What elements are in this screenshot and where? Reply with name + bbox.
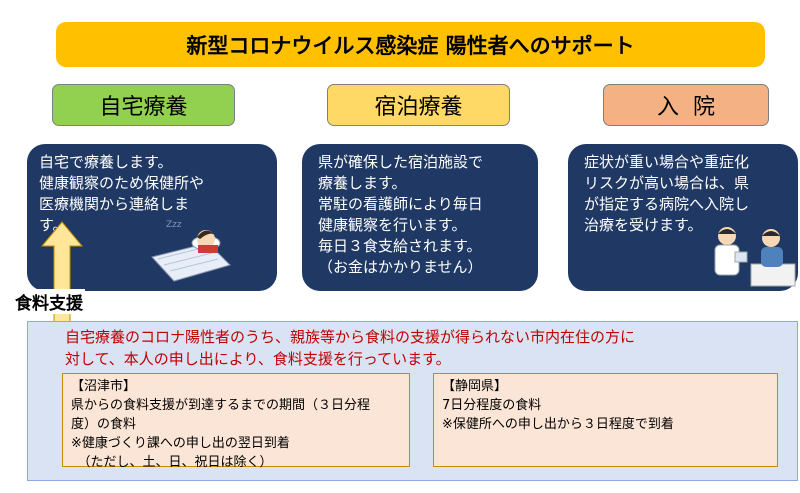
zzz-icon: Zzz [166, 220, 182, 230]
option-home-care: 自宅療養 [52, 84, 235, 126]
numazu-support-box: 【沼津市】 県からの食料支援が到達するまでの期間（３日分程 度）の食料 ※健康づ… [62, 373, 410, 470]
option-hotel-care: 宿泊療養 [327, 84, 510, 126]
food-support-label: 食料支援 [13, 289, 85, 314]
shizuoka-support-box: 【静岡県】 7日分程度の食料 ※保健所への申し出から３日程度で到着 [433, 373, 778, 467]
page-title: 新型コロナウイルス感染症 陽性者へのサポート [56, 22, 765, 67]
sleeping-patient-illustration: Zzz [151, 220, 231, 282]
doctor-patient-illustration [714, 227, 796, 287]
food-support-description: 自宅療養のコロナ陽性者のうち、親族等から食料の支援が得られない市内在住の方に 対… [65, 328, 636, 368]
option-hospitalization: 入院 [603, 84, 769, 126]
card-hotel-care: 県が確保した宿泊施設で 療養します。 常駐の看護師により毎日 健康観察を行います… [302, 144, 538, 291]
